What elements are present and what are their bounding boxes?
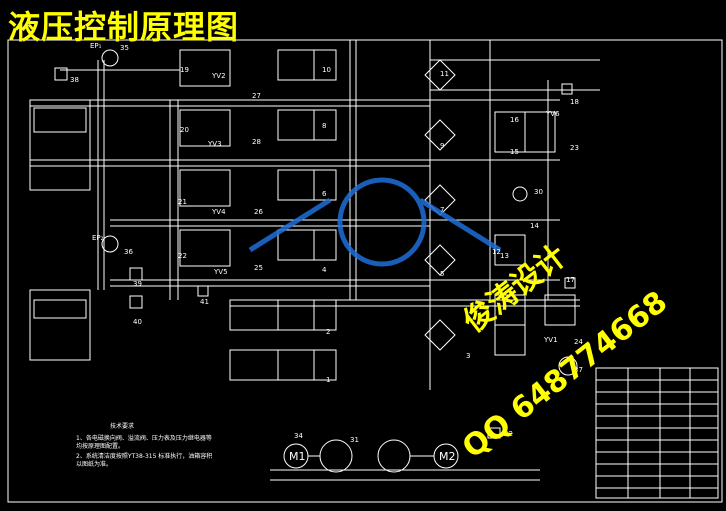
- hydraulic-cylinder-bottom: [29, 289, 91, 361]
- pump-2-symbol: [377, 439, 411, 473]
- title-block: [595, 367, 719, 499]
- comp-18: 18: [570, 98, 579, 106]
- comp-6: 6: [322, 190, 327, 198]
- comp-11: 11: [440, 70, 449, 78]
- comp-34: 34: [294, 432, 303, 440]
- comp-15: 15: [510, 148, 519, 156]
- comp-12: 12: [492, 248, 501, 256]
- comp-25: 25: [254, 264, 263, 272]
- drawing-frame: [7, 39, 723, 503]
- notes-line-2: 均按原理图配置。: [76, 442, 124, 450]
- comp-35: 35: [120, 44, 129, 52]
- notes-heading: 技术要求: [110, 422, 134, 430]
- comp-21: 21: [178, 198, 187, 206]
- comp-16: 16: [510, 116, 519, 124]
- comp-8: 8: [322, 122, 326, 130]
- label-ep1: EP₁: [90, 42, 102, 50]
- comp-20: 20: [180, 126, 189, 134]
- comp-7: 7: [440, 206, 444, 214]
- valve-yv2: YV2: [211, 72, 226, 80]
- comp-24: 24: [574, 338, 583, 346]
- comp-40: 40: [133, 318, 142, 326]
- page-title: 液压控制原理图: [8, 8, 240, 46]
- comp-27: 27: [252, 92, 261, 100]
- comp-19: 19: [180, 66, 189, 74]
- comp-31: 31: [350, 436, 359, 444]
- comp-26: 26: [254, 208, 263, 216]
- comp-22: 22: [178, 252, 187, 260]
- comp-2: 2: [326, 328, 330, 336]
- comp-4: 4: [322, 266, 327, 274]
- comp-32: 32: [504, 430, 513, 438]
- pressure-gauge-top: [101, 49, 119, 67]
- valve-yv4: YV4: [211, 208, 226, 216]
- comp-13: 13: [500, 252, 509, 260]
- comp-1: 1: [326, 376, 330, 384]
- comp-9: 9: [440, 142, 444, 150]
- valve-yv5: YV5: [213, 268, 228, 276]
- comp-17: 17: [566, 276, 575, 284]
- pump-1-symbol: [319, 439, 353, 473]
- comp-23: 23: [570, 144, 579, 152]
- comp-41: 41: [200, 298, 209, 306]
- pressure-gauge-mid: [101, 235, 119, 253]
- comp-5: 5: [440, 270, 444, 278]
- notes-line-3: 2、系统清洁度按照YT38-315 标准执行，油箱容积: [76, 452, 212, 460]
- valve-yv1: YV1: [543, 336, 558, 344]
- label-ep2: EP₂: [92, 234, 104, 242]
- motor-2-label: M2: [439, 450, 456, 463]
- notes-line-1: 1、各电磁换向阀、溢流阀、压力表及压力继电器等: [76, 434, 212, 442]
- valve-yv3: YV3: [207, 140, 222, 148]
- hydraulic-cylinder-top: [29, 99, 91, 191]
- watermark-logo: [248, 177, 502, 267]
- comp-38: 38: [70, 76, 79, 84]
- comp-28: 28: [252, 138, 261, 146]
- comp-39: 39: [133, 280, 142, 288]
- motor-1-label: M1: [289, 450, 306, 463]
- notes-line-4: 以图纸为准。: [76, 460, 112, 468]
- comp-14: 14: [530, 222, 539, 230]
- comp-10: 10: [322, 66, 331, 74]
- comp-37: 37: [574, 366, 583, 374]
- comp-3: 3: [466, 352, 470, 360]
- comp-30: 30: [534, 188, 543, 196]
- comp-36: 36: [124, 248, 133, 256]
- valve-yv6: YV6: [545, 110, 560, 118]
